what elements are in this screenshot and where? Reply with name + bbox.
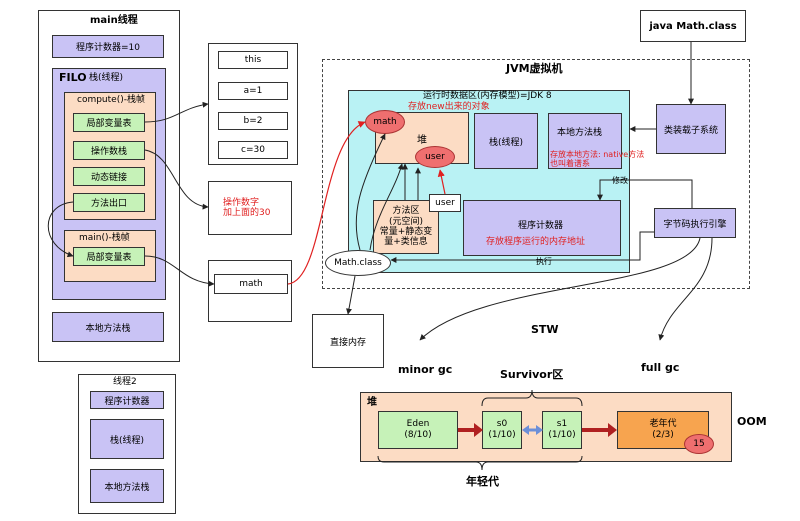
heap-math-object: math [365,110,405,134]
survivor-label: Survivor区 [500,368,564,381]
jvm-native-stack-box: 本地方法栈 [548,113,622,169]
method-area-box: 方法区 (元空间) 常量+静态变 量+类信息 [373,200,439,254]
main-thread-title: main线程 [90,15,138,26]
math-ref-panel [208,260,292,322]
arrow-mathclass-to-heap [355,133,386,251]
local-c: c=30 [218,141,288,159]
java-class-box: java Math.class [640,10,746,42]
compute-dynamic-link: 动态链接 [73,167,145,186]
jvm-pc-note: 存放程序运行的内存地址 [486,237,586,247]
s1-box: s1 (1/10) [542,411,582,449]
new-object-note: 存放new出来的对象 [408,102,490,112]
thread2-panel: 线程2 [78,374,176,514]
thread2-stack: 栈(线程) [90,419,164,459]
compute-local-vars: 局部变量表 [73,113,145,132]
runtime-area-title: 运行时数据区(内存模型)=JDK 8 [423,91,552,101]
compute-operand-stack: 操作数栈 [73,141,145,160]
filo-label: FILO [59,71,87,84]
arrow-engine-execute [390,231,654,263]
arrow-mathclass-to-heap-2 [369,163,404,251]
exec-engine-box: 字节码执行引擎 [654,208,736,238]
arrow-method-exit-loop [47,201,74,258]
operand-note: 操作数字 加上面的30 [223,198,271,219]
arrow-operand-to-note [144,149,209,210]
jvm-title: JVM虚拟机 [506,62,563,75]
user-label-box: user [429,194,461,212]
class-loader-box: 类装载子系统 [656,104,726,154]
arrow-main-locals-to-math [144,255,215,287]
full-gc-label: full gc [641,361,680,374]
eden-box: Eden (8/10) [378,411,458,449]
native-note: 存放本地方法: native方法 也叫着谱系 [550,150,645,168]
jvm-stack-box: 栈(线程) [474,113,538,169]
jvm-panel: JVM虚拟机 [322,59,750,289]
compute-frame-title: compute()-栈帧 [77,95,145,105]
jvm-pc-box: 程序计数器 存放程序运行的内存地址 [463,200,621,256]
oom-label: OOM [737,415,767,428]
young-gen-label: 年轻代 [466,475,499,488]
stack-label: 栈(线程) [89,73,124,83]
math-class-ellipse: Math.class [325,250,391,276]
local-this: this [218,51,288,69]
compute-method-exit: 方法出口 [73,193,145,212]
main-frame-title: main()-栈帧 [79,233,130,243]
arrow-mathclass-to-direct [346,275,356,315]
local-b: b=2 [218,112,288,130]
heap-user-object: user [415,146,455,168]
jvm-native-stack-label: 本地方法栈 [557,128,603,138]
thread2-native-stack: 本地方法栈 [90,469,164,503]
jvm-pc-label: 程序计数器 [518,221,564,231]
main-native-stack: 本地方法栈 [52,312,164,342]
execute-label: 执行 [536,257,552,266]
operand-note-text: 操作数字 加上面的30 [223,198,271,218]
stw-label: STW [531,323,559,336]
minor-gc-label: minor gc [398,363,453,376]
heap-detail-title: 堆 [367,397,377,408]
thread2-title: 线程2 [113,377,137,387]
arrow-to-minor-gc [419,237,701,341]
main-thread-pc: 程序计数器=10 [52,35,164,58]
arrow-engine-modify [597,179,693,208]
young-gen-brace [377,455,583,471]
arrow-user-label-to-heap [437,169,446,195]
survivor-brace [481,389,583,407]
arrow-math-ref-to-heap [287,121,366,285]
thread2-pc: 程序计数器 [90,391,164,409]
local-a: a=1 [218,82,288,100]
arrow-locals-to-table [144,101,209,123]
old-gen-count: 15 [684,434,714,454]
arrow-to-full-gc [658,237,713,341]
